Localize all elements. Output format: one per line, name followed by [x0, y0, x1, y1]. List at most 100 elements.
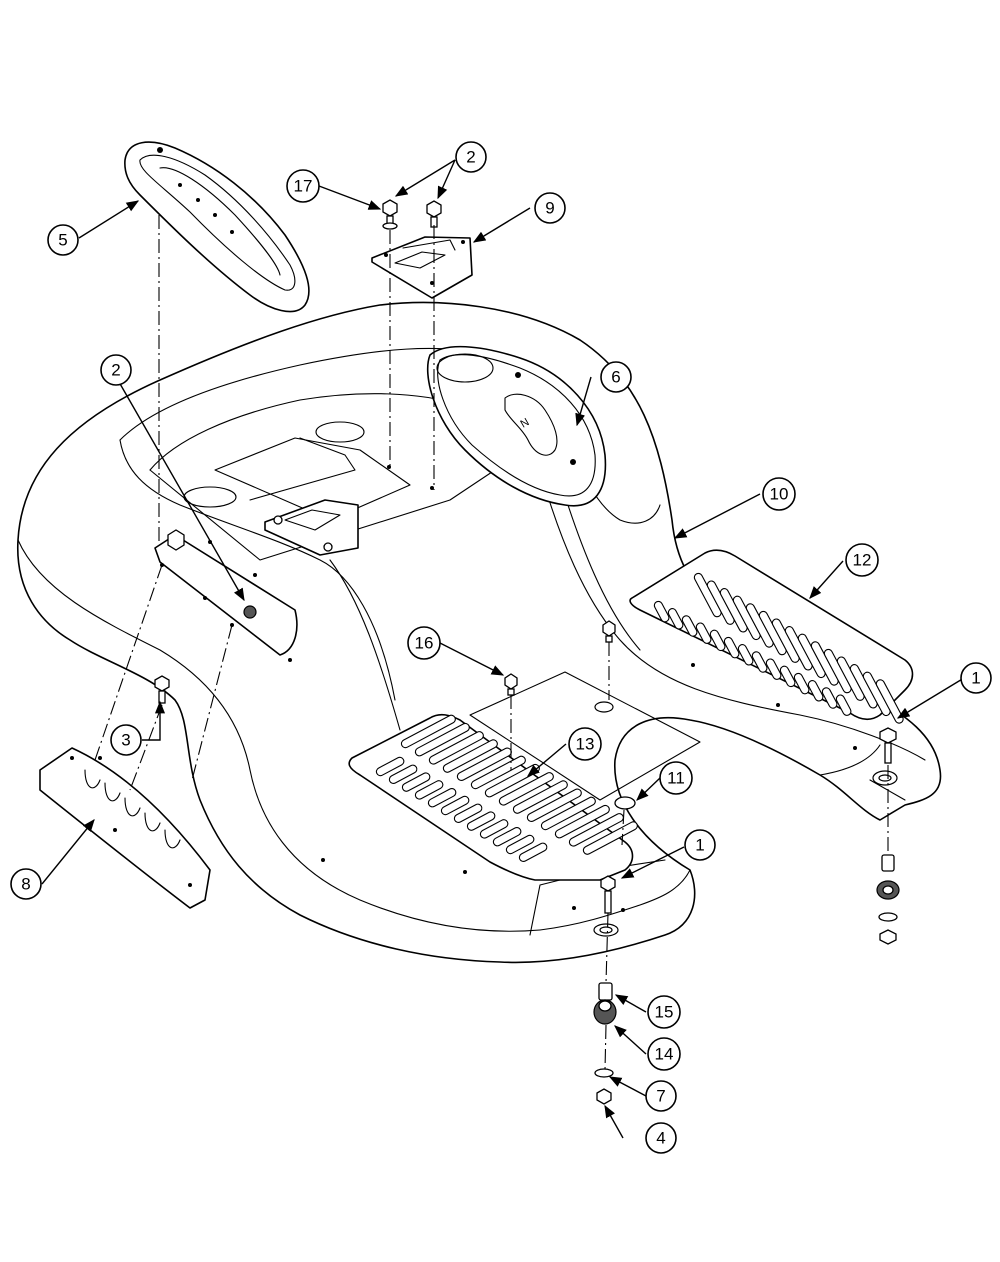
assembly-axis-lines — [94, 215, 889, 1071]
callout-10: 10 — [762, 477, 796, 511]
callout-16: 16 — [407, 626, 441, 660]
hardware-stack-right — [876, 854, 900, 945]
leader-lines — [41, 159, 965, 1139]
callout-5: 5 — [47, 224, 79, 256]
mat-rib-slot — [582, 821, 638, 855]
callout-label: 1 — [695, 836, 704, 855]
mat-rib-slot — [807, 680, 824, 702]
callout-label: 12 — [853, 551, 872, 570]
callout-11: 11 — [659, 761, 693, 795]
mat-rib-slot — [875, 679, 904, 724]
callout-8: 8 — [10, 868, 42, 900]
grommet — [593, 999, 617, 1025]
callout-label: 7 — [656, 1087, 665, 1106]
callout-1-right: 1 — [960, 662, 992, 694]
callout-label: 2 — [111, 361, 120, 380]
bolt-top-right — [426, 200, 442, 228]
mat-rib-slot — [388, 764, 418, 785]
mat-rib-slot — [375, 756, 405, 777]
mat-rib-slot — [414, 780, 444, 800]
mat-rib-slot — [554, 804, 610, 839]
callout-2-left: 2 — [100, 354, 132, 386]
callout-12: 12 — [845, 543, 879, 577]
mat-rib-slot — [401, 772, 431, 792]
mat-rib-slot — [793, 672, 810, 695]
seat-bracket-lower — [264, 499, 359, 556]
callout-3: 3 — [110, 724, 142, 756]
mat-rib-slot — [540, 796, 596, 831]
skid-plate — [39, 747, 211, 909]
dash-console-panel — [124, 141, 310, 313]
callout-2-top: 2 — [455, 141, 487, 173]
mat-rib-slot — [512, 780, 568, 814]
bolt-front — [600, 875, 616, 914]
mat-rib-slot — [414, 722, 470, 757]
callout-9: 9 — [534, 192, 566, 224]
mat-rib-slot — [653, 600, 670, 623]
washer — [594, 1068, 614, 1078]
mat-rib-slot — [526, 788, 582, 823]
mat-rib-slot — [695, 622, 712, 644]
mat-rib-slot — [498, 772, 554, 806]
bolt-right — [879, 727, 897, 764]
callout-label: 6 — [611, 368, 620, 387]
mat-rib-slot — [442, 739, 498, 773]
footrest-mat-right — [629, 549, 914, 724]
footrest-mat-left — [348, 713, 638, 881]
mat-rib-slot — [427, 787, 457, 808]
mat-rib-slot — [440, 795, 470, 816]
callout-label: 4 — [656, 1129, 665, 1148]
mat-rib-slot — [779, 665, 796, 688]
callout-4: 4 — [645, 1122, 677, 1154]
mat-rib-slot — [568, 813, 624, 847]
mat-rib-slot — [765, 658, 782, 680]
callout-label: 3 — [121, 731, 130, 750]
mat-rib-slot — [737, 644, 754, 666]
nut — [596, 1088, 612, 1105]
callout-17: 17 — [286, 169, 320, 203]
seat-bracket-upper — [371, 236, 473, 299]
fender-plate — [154, 529, 298, 662]
callout-label: 1 — [971, 669, 980, 688]
callout-7: 7 — [645, 1080, 677, 1112]
callouts: 1 1 2 2 3 4 5 6 — [10, 141, 992, 1154]
fender-body — [17, 301, 942, 964]
callout-label: 10 — [770, 485, 789, 504]
bolt-mid — [602, 620, 616, 643]
callout-label: 2 — [466, 148, 475, 167]
callout-14: 14 — [647, 1037, 681, 1071]
mat-rib-slot — [518, 842, 548, 863]
mat-rib-slot — [470, 755, 526, 790]
callout-label: 8 — [21, 875, 30, 894]
spacer — [598, 982, 613, 1001]
mat-rib-slot — [479, 819, 509, 839]
callout-label: 11 — [667, 769, 685, 788]
mat-rib-slot — [821, 687, 838, 709]
callout-label: 13 — [576, 735, 595, 754]
callout-13: 13 — [568, 727, 602, 761]
plug — [614, 796, 636, 810]
mat-rib-slot — [681, 615, 698, 637]
shift-plate: N — [426, 345, 607, 507]
callout-label: 9 — [545, 199, 554, 218]
callout-label: 17 — [294, 177, 313, 196]
mat-rib-slot — [835, 694, 852, 716]
mat-rib-slot — [709, 629, 726, 652]
mat-rib-slot — [453, 803, 483, 824]
mat-rib-slot — [400, 714, 456, 749]
mat-rib-slot — [723, 636, 740, 659]
hardware-group — [154, 199, 900, 1105]
callout-1-front: 1 — [684, 829, 716, 861]
callout-label: 15 — [655, 1003, 674, 1022]
mat-rib-slot — [428, 731, 484, 765]
callout-15: 15 — [647, 995, 681, 1029]
callout-label: 5 — [58, 231, 67, 250]
mat-rib-slot — [466, 811, 496, 831]
mat-rib-slot — [751, 651, 768, 673]
callout-label: 16 — [415, 634, 434, 653]
mat-rib-slot — [667, 608, 684, 630]
mat-rib-slot — [505, 834, 535, 855]
mat-rib-slot — [492, 826, 522, 847]
bolt-top-left — [382, 199, 398, 230]
